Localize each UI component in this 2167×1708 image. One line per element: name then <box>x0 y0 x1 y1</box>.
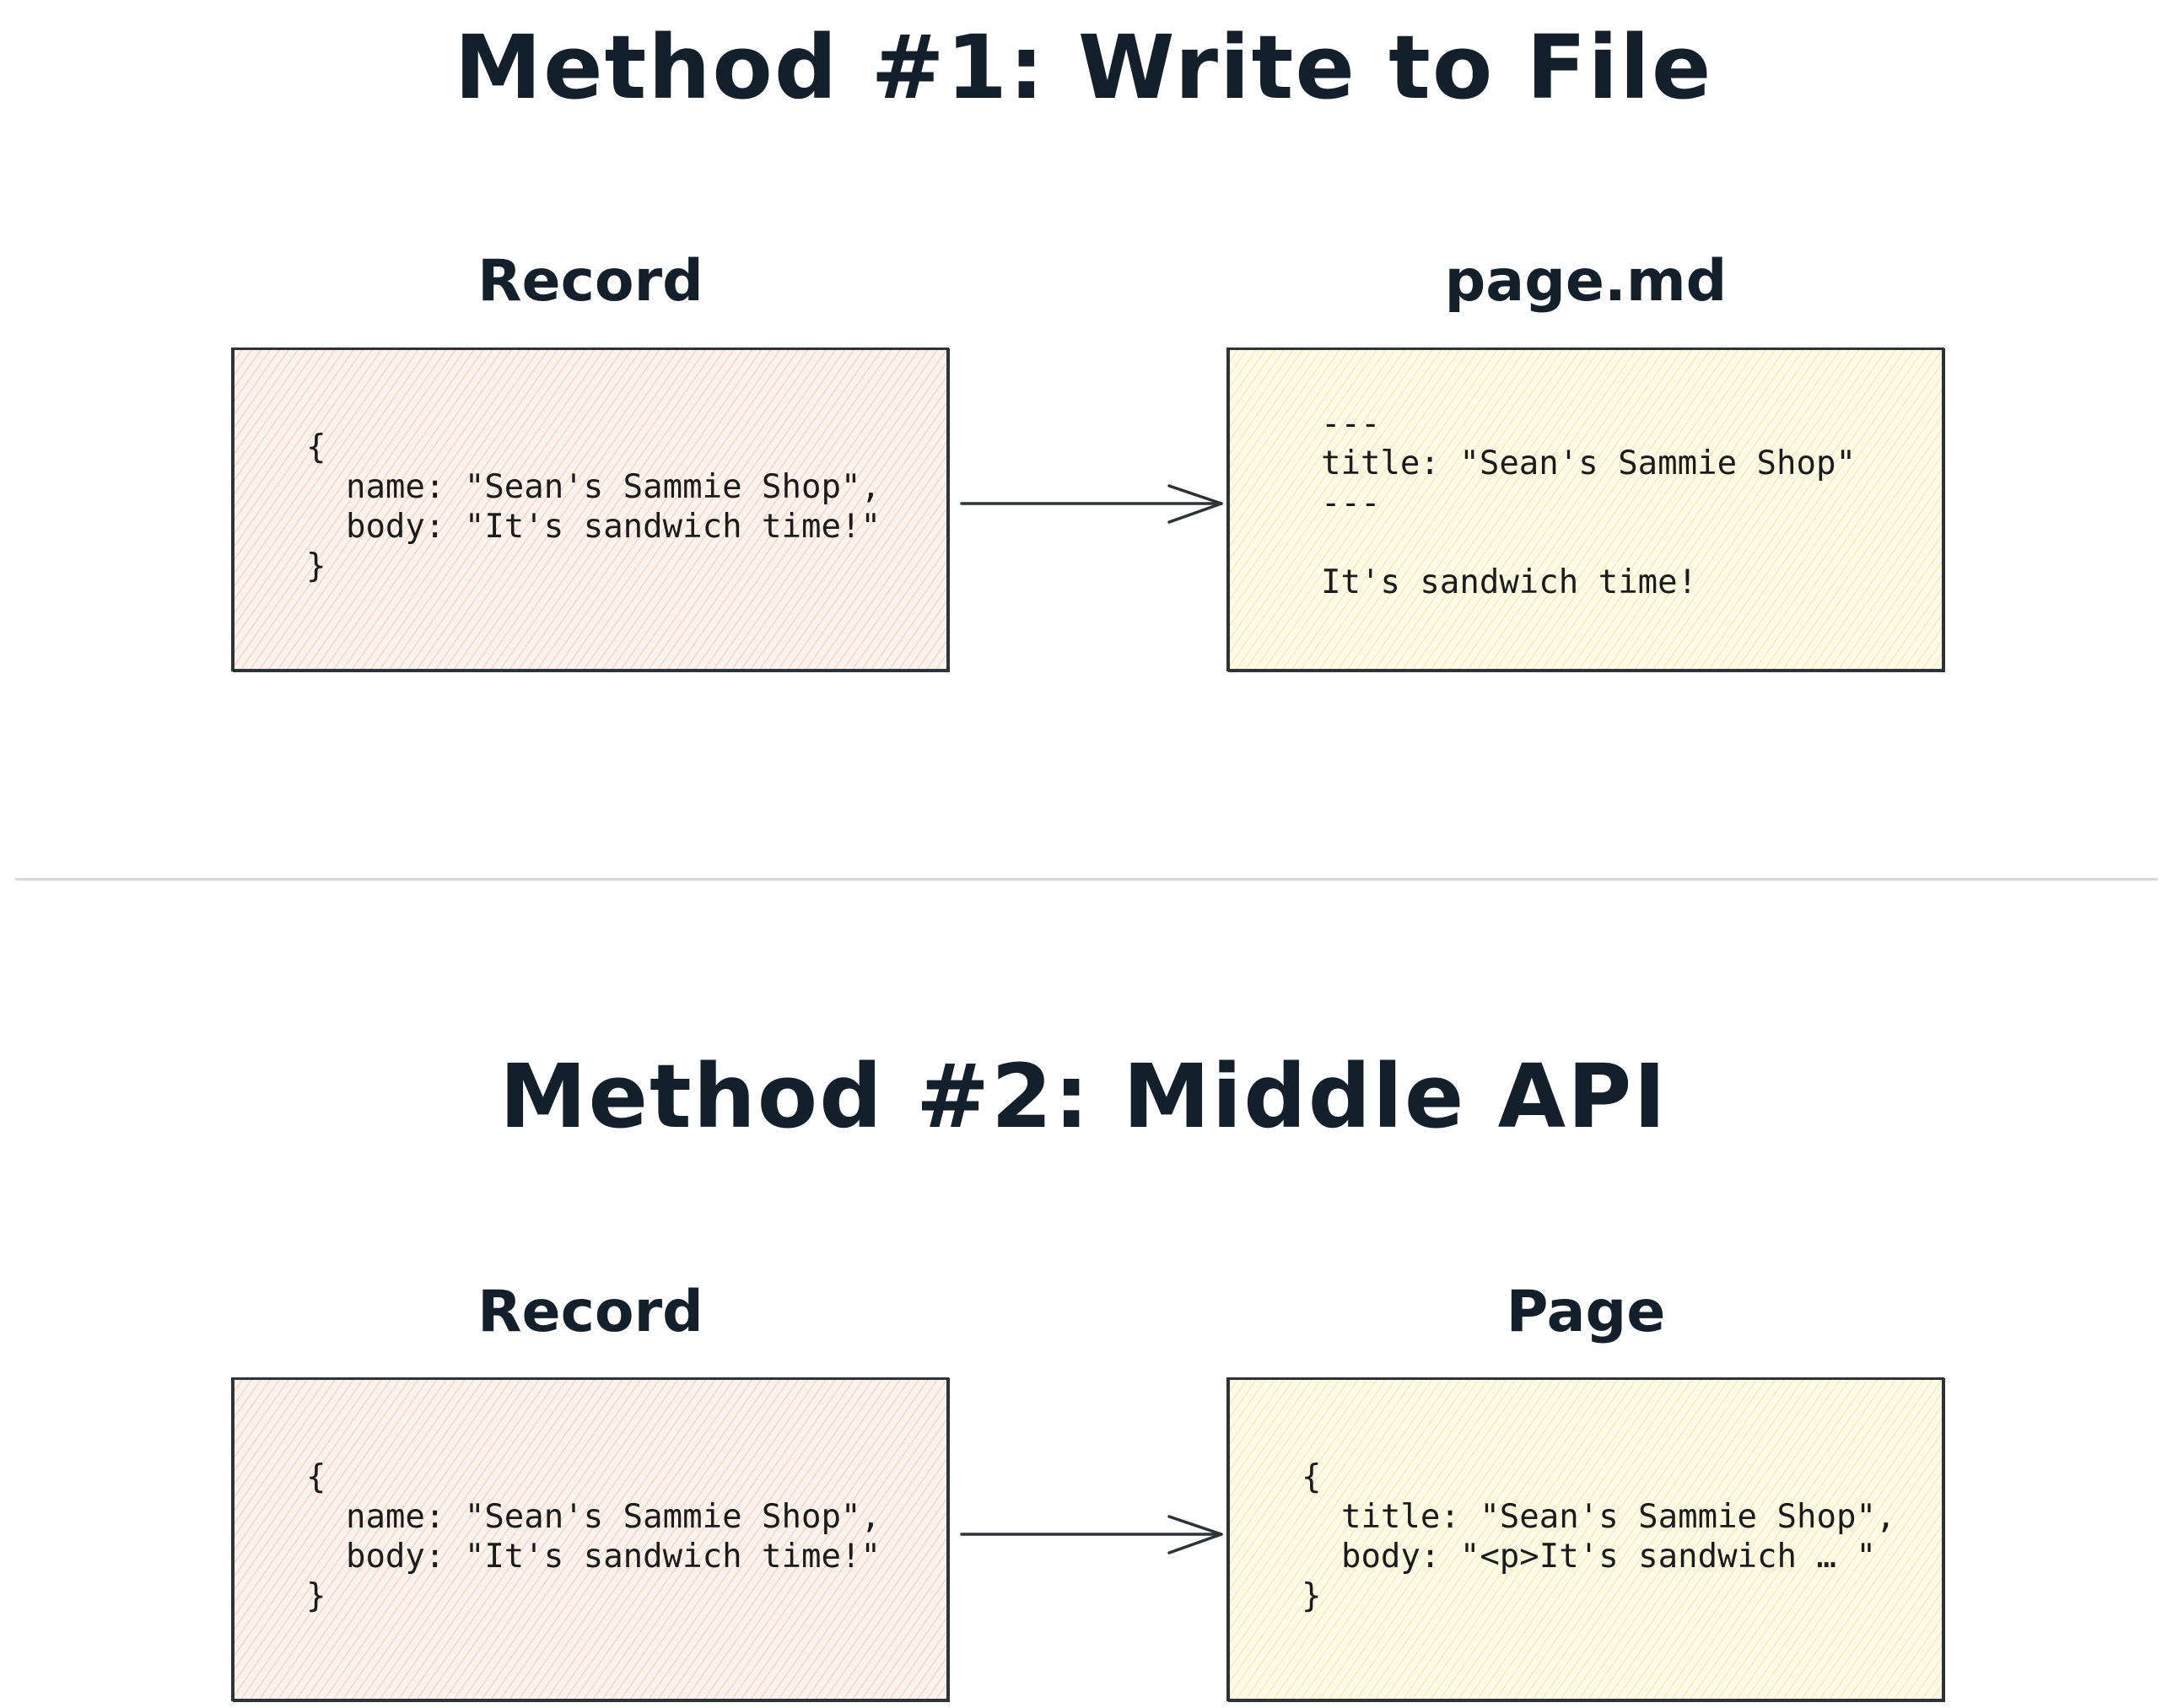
record-label: Record <box>477 248 703 315</box>
page-md-code: --- title: "Sean's Sammie Shop" --- It's… <box>1321 405 1856 601</box>
page-code: { title: "Sean's Sammie Shop", body: "<p… <box>1302 1458 1896 1615</box>
record-box: { name: "Sean's Sammie Shop", body: "It'… <box>232 348 949 671</box>
record-label-2: Record <box>477 1279 703 1345</box>
page-box: { title: "Sean's Sammie Shop", body: "<p… <box>1227 1377 1944 1701</box>
method-1-heading: Method #1: Write to File <box>454 16 1713 119</box>
arrow-1-head <box>1167 484 1223 524</box>
section-divider <box>15 878 2158 881</box>
method-2-heading: Method #2: Middle API <box>499 1045 1668 1148</box>
page-md-label: page.md <box>1444 248 1728 315</box>
record-box-2: { name: "Sean's Sammie Shop", body: "It'… <box>232 1377 949 1701</box>
record-code: { name: "Sean's Sammie Shop", body: "It'… <box>306 428 881 585</box>
record-code-2: { name: "Sean's Sammie Shop", body: "It'… <box>306 1458 881 1615</box>
arrow-2-head <box>1167 1515 1223 1554</box>
page-md-box: --- title: "Sean's Sammie Shop" --- It's… <box>1227 348 1944 671</box>
page-label: Page <box>1506 1279 1666 1345</box>
